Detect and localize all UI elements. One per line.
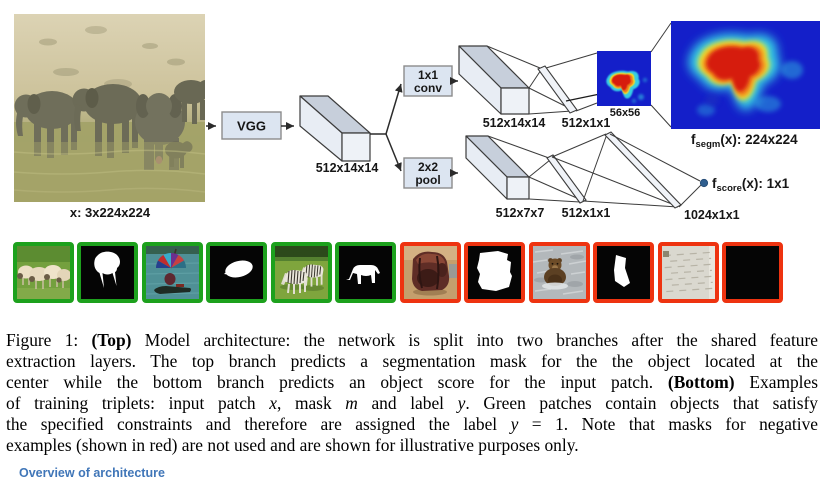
architecture-diagram: x: 3x224x224 VGG 512x14x14 1x1 conv [14,14,820,222]
mask-image-pavement [722,242,783,303]
caption-line: of training triplets: input patch x, mas… [6,392,818,413]
score-feature-label: 512x7x7 [496,206,545,220]
svg-text:VGG: VGG [237,119,266,134]
shared-feature-label: 512x14x14 [316,161,379,175]
caption-line: Figure 1: (Top) Model architecture: the … [6,330,818,350]
example-pair-umbrella [142,242,267,303]
svg-text:2x2: 2x2 [418,160,438,174]
mask-image-umbrella [206,242,267,303]
mask-image-backpack [464,242,525,303]
input-image-elephants [14,14,205,202]
seg-fc-label: 512x1x1 [562,116,611,130]
svg-text:1x1: 1x1 [418,68,438,82]
patch-image-zebras [271,242,332,303]
pool-2x2-box: 2x2 pool [403,157,453,189]
example-pair-pavement [658,242,783,303]
input-size-label: x: 3x224x224 [70,205,151,220]
score-output-node [699,178,709,188]
conv-1x1-box: 1x1 conv [403,65,453,97]
caption-line: the specified constraints and therefore … [6,413,818,434]
patch-image-sheep [13,242,74,303]
svg-text:conv: conv [414,81,442,95]
example-pair-backpack [400,242,525,303]
score-fc2-label: 1024x1x1 [684,208,740,222]
seg-fc-slab [537,65,578,114]
example-pair-zebras [271,242,396,303]
patch-image-umbrella [142,242,203,303]
vgg-box: VGG [221,111,282,140]
patch-image-pavement [658,242,719,303]
shared-feature-cuboid [299,95,371,162]
small-output-size-label: 56x56 [610,107,641,119]
caption-line: center while the bottom branch predicts … [6,371,818,392]
segmentation-mask-output [671,21,820,129]
mask-image-bear [593,242,654,303]
svg-text:pool: pool [415,173,440,187]
score-fc1-slab [546,154,587,204]
mask-image-zebras [335,242,396,303]
mask-image-sheep [77,242,138,303]
training-examples-row [13,242,783,303]
score-feature-cuboid [465,135,530,200]
figure-caption: Figure 1: (Top) Model architecture: the … [6,330,818,455]
overview-of-architecture-link[interactable]: Overview of architecture [19,466,165,480]
segmentation-output-label: fsegm(x): 224x224 [691,132,798,150]
example-pair-sheep [13,242,138,303]
caption-line: extraction layers. The top branch predic… [6,350,818,371]
score-output-label: fscore(x): 1x1 [712,176,790,194]
patch-image-backpack [400,242,461,303]
score-fc1-label: 512x1x1 [562,206,611,220]
example-pair-bear [529,242,654,303]
caption-line: examples (shown in red) are not used and… [6,434,579,455]
small-heatmap-output [597,51,651,106]
segmentation-feature-cuboid [458,45,530,115]
seg-feature-label: 512x14x14 [483,116,546,130]
patch-image-bear [529,242,590,303]
score-fc2-slab [604,131,682,209]
